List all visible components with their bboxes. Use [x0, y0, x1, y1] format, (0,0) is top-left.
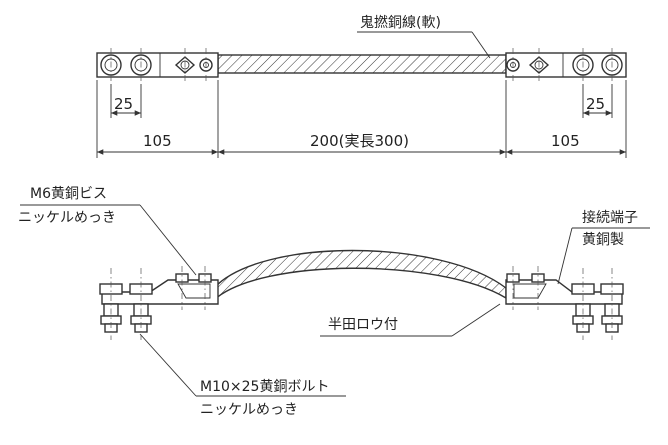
label-m6-screw-line1: M6黄銅ビス [30, 185, 107, 202]
dim-left-hole-pitch: 25 [114, 95, 133, 113]
label-terminal-line1: 接続端子 [582, 209, 638, 226]
label-m6-screw-line2: ニッケルめっき [18, 210, 116, 226]
braided-wire-top [217, 54, 507, 74]
dim-center-length: 200(実長300) [310, 132, 409, 150]
dim-right-terminal: 105 [551, 132, 580, 150]
label-m10-bolt-line1: M10×25黄銅ボルト [200, 378, 329, 395]
label-terminal-line2: 黄銅製 [582, 231, 624, 248]
dim-left-terminal: 105 [143, 132, 172, 150]
label-solder: 半田ロウ付 [328, 317, 398, 333]
braided-wire-arc [213, 249, 507, 302]
dim-right-hole-pitch: 25 [586, 95, 605, 113]
label-m10-bolt-line2: ニッケルめっき [200, 402, 298, 418]
top-view: 鬼撚銅線(軟) 25 25 105 200(実長300) 105 [96, 15, 627, 158]
side-view: M6黄銅ビス ニッケルめっき 接続端子 黄銅製 半田ロウ付 M10×25黄銅ボル… [18, 185, 650, 418]
label-braided-wire: 鬼撚銅線(軟) [360, 15, 441, 31]
